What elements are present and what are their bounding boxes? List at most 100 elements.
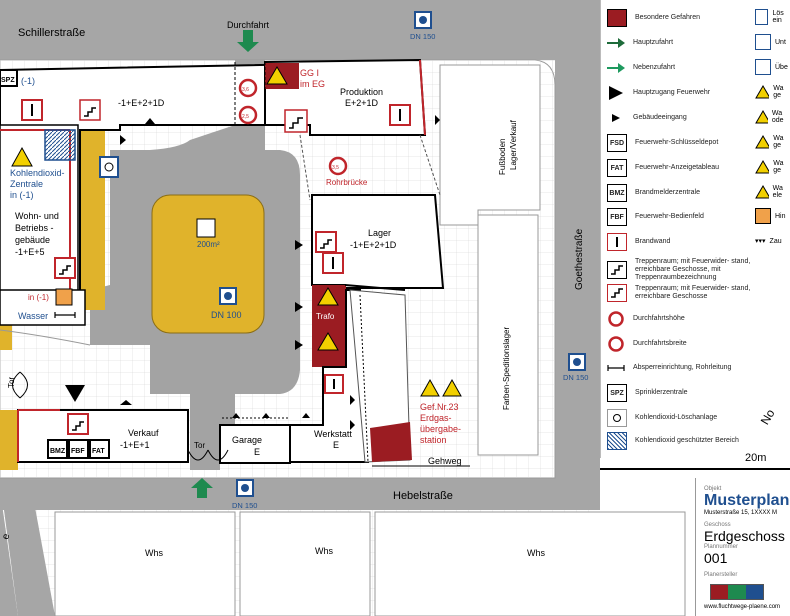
main-entrance-triangle	[65, 385, 85, 402]
legend-item-stair-black: Treppenraum; mit Feuerwider- stand, erre…	[607, 256, 765, 284]
plannummer-value: 001	[704, 550, 728, 566]
warning-icon	[420, 378, 462, 397]
wohn-label-2: Betriebs -	[15, 223, 54, 233]
floors-top-label: -1+E+2+1D	[118, 98, 165, 108]
lager-label: Lager	[368, 228, 391, 238]
high-voltage-icon	[317, 332, 339, 351]
rohrbruecke-label: Rohrbrücke	[326, 178, 368, 187]
farben-label: Farben-Speditionslager	[502, 327, 511, 410]
stair-red-icon	[607, 284, 627, 302]
street-schiller-label: Schillerstraße	[18, 27, 85, 39]
street-hebel-label: Hebelstraße	[393, 490, 453, 502]
whs-block-3	[374, 511, 686, 616]
plan-name: Musterplan	[704, 492, 790, 509]
logo	[710, 584, 764, 600]
gg-label: GG I	[300, 68, 319, 78]
co2-area	[44, 129, 76, 161]
width-sign-value-2: 3,5	[332, 165, 339, 171]
legend-item-co2: Kohlendioxid-Löschanlage	[607, 408, 765, 428]
stair-icon	[322, 252, 344, 274]
hydrant-icon	[568, 353, 586, 371]
legend-item-fat: FAT Feuerwehr-Anzeigetableau	[607, 158, 765, 178]
dn150-top-label: DN 150	[410, 32, 435, 41]
objekt-label: Objekt	[704, 486, 722, 492]
hydrant-icon	[414, 11, 432, 29]
legend2-item: ▾▾▾Zau	[755, 237, 782, 246]
legend2-item: Unt	[755, 33, 786, 51]
dn150-bottom-label: DN 150	[232, 501, 257, 510]
dn100-label: DN 100	[211, 310, 242, 320]
fire-panels	[47, 439, 110, 459]
gg-sub-label: im EG	[300, 79, 325, 89]
legend-item-hazard: Besondere Gefahren	[607, 8, 765, 28]
main-access-arrow-bottom	[191, 478, 213, 498]
legend2-item: Wa ge	[755, 83, 790, 101]
hazard-sign-icon	[55, 288, 73, 306]
legend-item-bmz: BMZ Brandmelderzentrale	[607, 183, 765, 203]
durchfahrt-label: Durchfahrt	[227, 20, 270, 30]
in-minus1-label: in (-1)	[28, 293, 49, 302]
legend-item-spz: SPZ Sprinklerzentrale	[607, 383, 765, 403]
legend-panel: Besondere Gefahren Hauptzufahrt Nebenzuf…	[600, 0, 790, 458]
warning-icon	[266, 66, 288, 85]
stair-icon	[324, 374, 344, 394]
whs-block-1	[54, 511, 236, 616]
hydrant-icon	[236, 479, 254, 497]
lager-verkauf-label: Lager/Verkauf	[509, 119, 518, 170]
fussboden-label: Fußboden	[498, 139, 507, 175]
hydrant-icon	[219, 287, 237, 305]
green-area	[151, 194, 265, 334]
co2-icon	[99, 156, 119, 178]
fbf-label: FBF	[71, 448, 85, 455]
werkstatt-label: Werkstatt	[314, 429, 352, 439]
plannummer-label: Plannummer	[704, 544, 739, 550]
whs-block-2	[239, 511, 371, 616]
height-sign-icon	[607, 311, 625, 327]
height-sign-value: 3,6	[242, 87, 249, 93]
barrier-icon	[54, 312, 76, 318]
whs-label-2: Whs	[315, 546, 334, 556]
whs-label-3: Whs	[527, 548, 546, 558]
legend-item-width: Durchfahrtsbreite	[607, 334, 763, 354]
co2-icon	[607, 409, 627, 427]
legend2-item: Übe	[755, 58, 788, 76]
stair-icon	[54, 257, 76, 279]
main-access-arrow-top	[237, 30, 259, 52]
legend2-item: Wa ele	[755, 183, 790, 201]
street-bottom-left-label: e	[0, 532, 12, 541]
verkauf-label: Verkauf	[128, 428, 159, 438]
scale-bar	[600, 468, 790, 470]
co2-label-2: Zentrale	[10, 179, 43, 189]
height-sign-icon	[238, 78, 348, 176]
firewall-icon	[607, 233, 627, 251]
legend2-item: Wa ge	[755, 158, 790, 176]
gas-station	[370, 422, 412, 462]
gef-label-3: übergabe-	[420, 424, 461, 434]
spz-icon	[0, 69, 18, 87]
stair-icon	[67, 413, 89, 435]
legend2-item: Wa ge	[755, 133, 790, 151]
street-hebel	[0, 478, 600, 510]
black-triangle-icon	[607, 85, 625, 101]
footer-url: www.fluchtwege-plaene.com	[704, 604, 781, 610]
trafo-label: Trafo	[316, 312, 335, 321]
legend-item-hatch: Kohlendioxid geschützter Bereich	[607, 431, 765, 451]
legend-item-height: Durchfahrtshöhe	[607, 309, 763, 329]
lager-floors-label: -1+E+2+1D	[350, 240, 397, 250]
legend2-item: Lös ein	[755, 8, 790, 26]
area-label: 200m²	[197, 240, 220, 249]
title-block: Objekt Musterplan Musterstraße 15, 1XXXX…	[695, 478, 790, 616]
wohn-label-1: Wohn- und	[15, 211, 59, 221]
stair-icon	[79, 99, 101, 121]
legend-item-fsd: FSD Feuerwehr-Schlüsseldepot	[607, 133, 765, 153]
stair-icon	[389, 104, 411, 126]
small-triangle-icon	[607, 110, 625, 126]
stair-icon	[315, 231, 337, 253]
stair-icon	[21, 99, 43, 121]
fat-label: FAT	[92, 448, 105, 455]
ersteller-label: Planersteller	[704, 572, 738, 578]
legend-item-fire-entrance: Hauptzugang Feuerwehr	[607, 83, 763, 103]
geschoss-value: Erdgeschoss	[704, 528, 785, 544]
geschoss-label: Geschoss	[704, 522, 731, 528]
green-arrow-light-icon	[607, 60, 625, 76]
